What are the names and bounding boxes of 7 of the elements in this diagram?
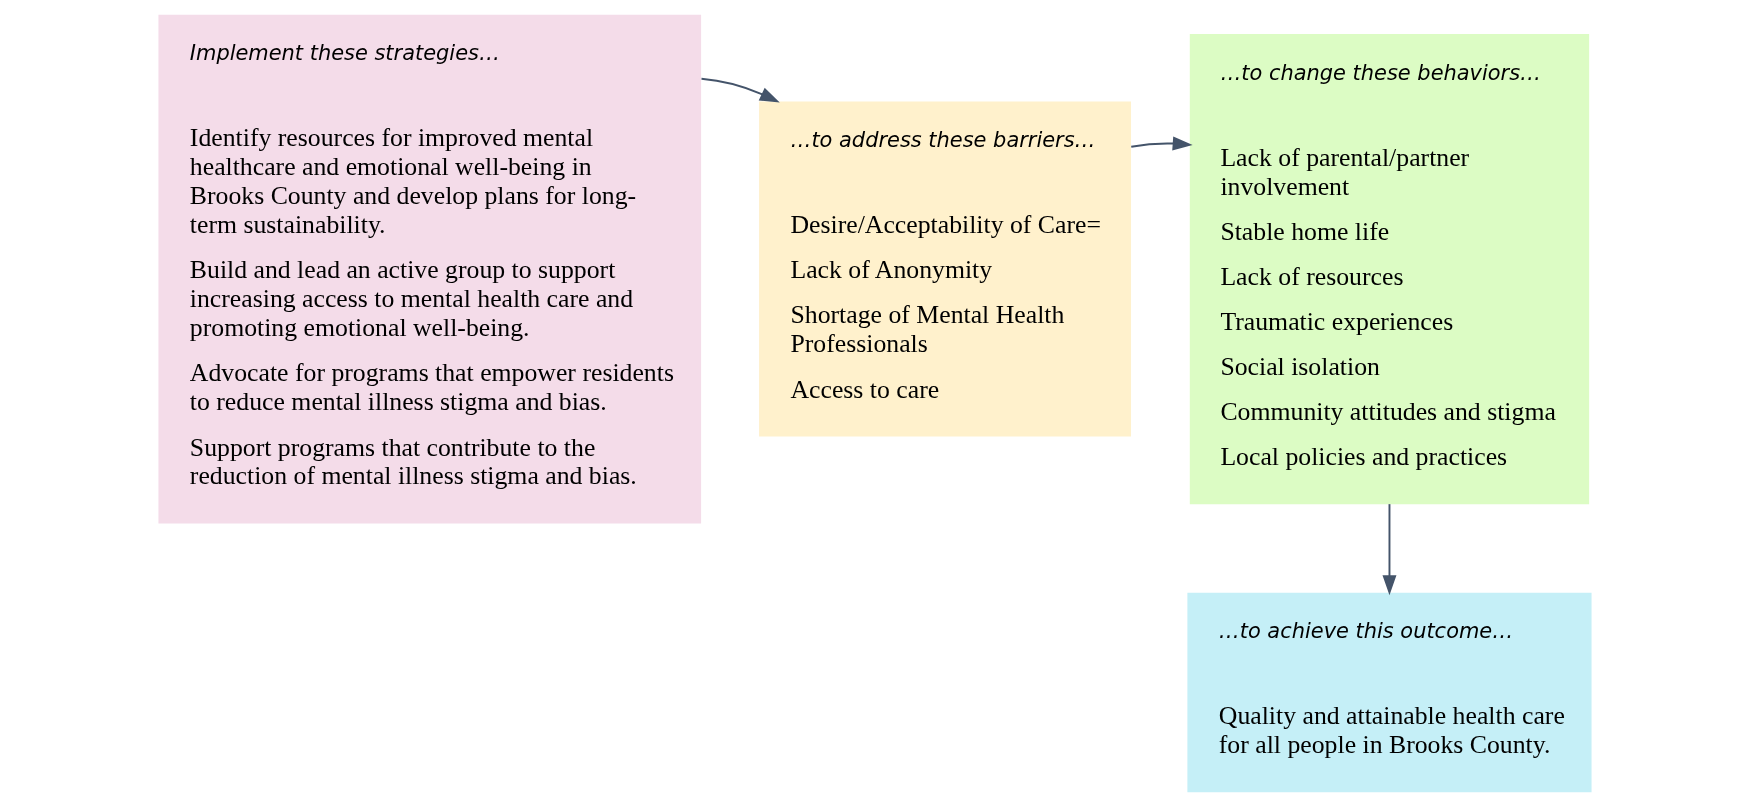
node-box: …to address these barriers… Desire/Acceptability of Care= Lack of Anonymity Shortage of Mental Health Professionals Access to care <box>758 101 1131 437</box>
arrow <box>1382 503 1396 596</box>
node-box: …to change these behaviors… Lack of parental/partner involvement Stable home life Lack of resources Traumatic experiences Social isolation Community attitudes and stigma Local policies and practices <box>1189 33 1589 505</box>
arrow <box>1129 136 1193 151</box>
node-box: …to achieve this outcome… Quality and attainable health care for all people in Brooks County. <box>1186 592 1592 793</box>
node-box: Implement these strategies… Identify resources for improved mental healthcare and emotional well-being in Brooks County and develop plans for long-term sustainability. Build and lead an active group to support increasing access to mental health care and promoting emotional well-being. Advocate for programs that empower residents to reduce mental illness stigma and bias. Support programs that contribute to the reduction of mental illness stigma and bias. <box>157 14 701 524</box>
arrow <box>700 77 780 103</box>
